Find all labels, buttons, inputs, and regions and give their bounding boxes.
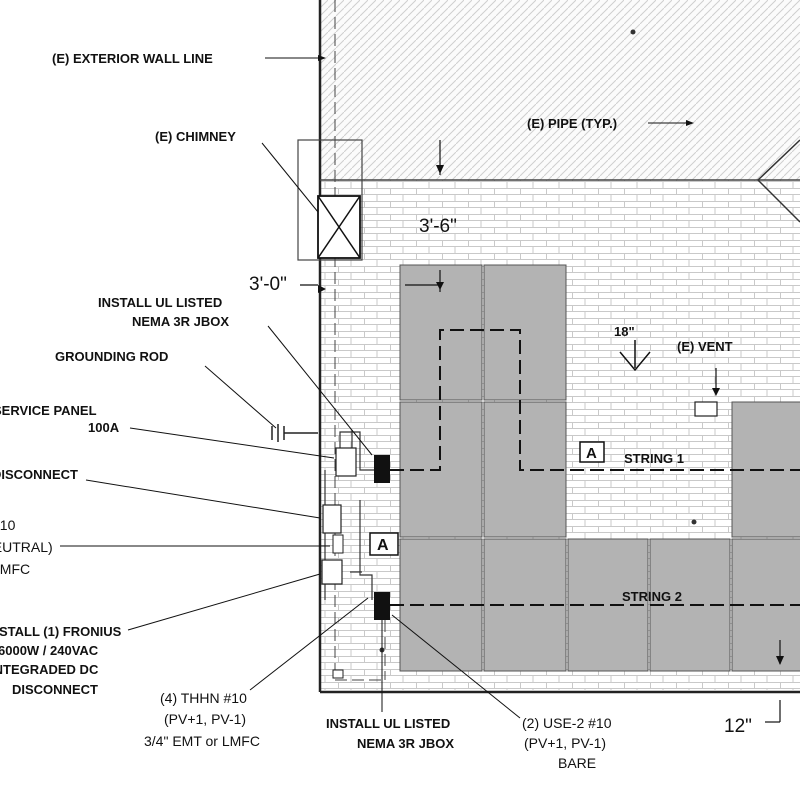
inverter-label-1: INSTALL (1) FRONIUS xyxy=(0,624,122,639)
pitch-arrow xyxy=(619,340,651,372)
leader-lines xyxy=(60,57,686,719)
jbox-bottom-label-1: INSTALL UL LISTED xyxy=(326,716,450,731)
inverter-box xyxy=(321,559,343,585)
service-panel-box xyxy=(335,447,357,477)
wire-label-1: #10 xyxy=(0,517,16,533)
vent-label: (E) VENT xyxy=(677,339,733,354)
jbox-bottom-label-2: NEMA 3R JBOX xyxy=(357,736,454,751)
use2-label-2: (PV+1, PV-1) xyxy=(524,735,606,751)
jbox-bottom xyxy=(374,592,390,620)
chimney-label: (E) CHIMNEY xyxy=(155,129,236,144)
use2-label-1: (2) USE-2 #10 xyxy=(522,715,612,731)
thhn-label-1: (4) THHN #10 xyxy=(160,690,247,706)
wire-label-3: LMFC xyxy=(0,561,30,577)
dimension-3-6: 3'-6" xyxy=(419,216,457,237)
vent-symbol xyxy=(694,401,718,417)
inverter-label-2: 6000W / 240VAC xyxy=(0,643,99,658)
tag-a-box xyxy=(579,441,605,463)
dimension-3-0: 3'-0" xyxy=(249,274,287,295)
wire-label-2: (NEUTRAL) xyxy=(0,539,53,555)
service-panel-label-2: 100A xyxy=(88,420,120,435)
hip-line xyxy=(756,139,800,223)
service-panel-label-1: SERVICE PANEL xyxy=(0,403,97,418)
grounding-rod-label: GROUNDING ROD xyxy=(55,349,168,364)
tag-a-box xyxy=(369,532,399,556)
exterior-wall-label: (E) EXTERIOR WALL LINE xyxy=(52,51,213,66)
inverter-label-3: INTEGRADED DC xyxy=(0,662,99,677)
grounding-rod-symbol xyxy=(271,424,318,442)
meter-box xyxy=(332,534,344,554)
chimney-outline xyxy=(297,139,363,261)
pv-module xyxy=(483,264,567,401)
use2-label-3: BARE xyxy=(558,755,596,771)
disconnect-box xyxy=(322,504,342,534)
small-box xyxy=(332,669,344,679)
inverter-label-4: DISCONNECT xyxy=(12,682,98,697)
pipe-label: (E) PIPE (TYP.) xyxy=(527,116,617,131)
jbox-top-label-2: NEMA 3R JBOX xyxy=(132,314,229,329)
string-1-label: STRING 1 xyxy=(624,451,684,466)
pipe-dot xyxy=(691,519,697,525)
thhn-label-2: (PV+1, PV-1) xyxy=(164,711,246,727)
dimension-12: 12" xyxy=(724,716,752,737)
jbox-top xyxy=(374,455,390,483)
string-2-label: STRING 2 xyxy=(622,589,682,604)
roof-upper xyxy=(320,0,800,180)
tag-a-label: A xyxy=(377,537,389,554)
disconnect-label: DISCONNECT xyxy=(0,467,78,482)
jbox-top-label-1: INSTALL UL LISTED xyxy=(98,295,222,310)
tag-a-label: A xyxy=(586,445,597,462)
pitch-label: 18" xyxy=(614,324,635,339)
pipe-dot xyxy=(630,29,636,35)
thhn-label-3: 3/4" EMT or LMFC xyxy=(144,733,260,749)
string-1-wiring xyxy=(390,329,800,471)
